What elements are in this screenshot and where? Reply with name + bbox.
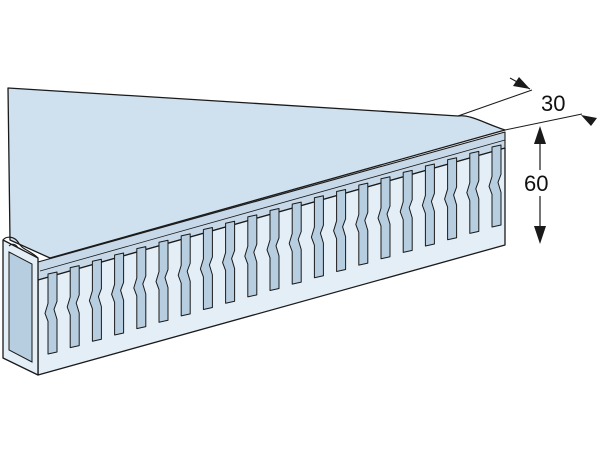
duct-slot bbox=[266, 208, 280, 291]
duct-slot bbox=[222, 220, 236, 304]
duct-slot bbox=[377, 176, 391, 260]
duct-end-clip bbox=[2, 236, 39, 259]
width-arrow-1 bbox=[513, 77, 530, 89]
height-arrow-top bbox=[534, 126, 546, 144]
duct-slot bbox=[44, 271, 58, 355]
duct-slot bbox=[244, 214, 258, 298]
slot-group bbox=[44, 144, 502, 355]
width-extension-line-1 bbox=[457, 89, 533, 117]
duct-slot bbox=[444, 157, 458, 241]
duct-slot bbox=[310, 195, 324, 279]
duct-slot bbox=[421, 163, 435, 247]
duct-slot bbox=[288, 201, 302, 285]
duct-slot bbox=[133, 246, 147, 330]
duct-slot bbox=[111, 252, 125, 336]
duct-end-clip-inner bbox=[8, 243, 19, 249]
width-extension-line-2 bbox=[504, 113, 583, 131]
duct-slot bbox=[399, 169, 413, 253]
duct-slot bbox=[66, 265, 80, 349]
duct-slot bbox=[88, 258, 102, 342]
duct-lip-line bbox=[39, 139, 506, 272]
duct-slot bbox=[466, 150, 480, 234]
duct-slot bbox=[177, 233, 191, 317]
duct-end-inner bbox=[8, 251, 33, 363]
width-dimension-label: 30 bbox=[541, 91, 565, 116]
height-label-bg bbox=[522, 170, 558, 196]
width-arrow-2 bbox=[581, 115, 597, 126]
width-dimension: 30 bbox=[457, 77, 597, 131]
duct-slot bbox=[155, 239, 169, 323]
duct-slot bbox=[355, 182, 369, 266]
height-dimension: 60 bbox=[522, 126, 558, 244]
duct-slot bbox=[488, 144, 502, 228]
height-dimension-label: 60 bbox=[524, 171, 548, 196]
height-arrow-bottom bbox=[534, 226, 546, 244]
duct-slot bbox=[199, 227, 213, 311]
width-dimension-line bbox=[509, 77, 531, 90]
duct-slot bbox=[333, 188, 347, 272]
